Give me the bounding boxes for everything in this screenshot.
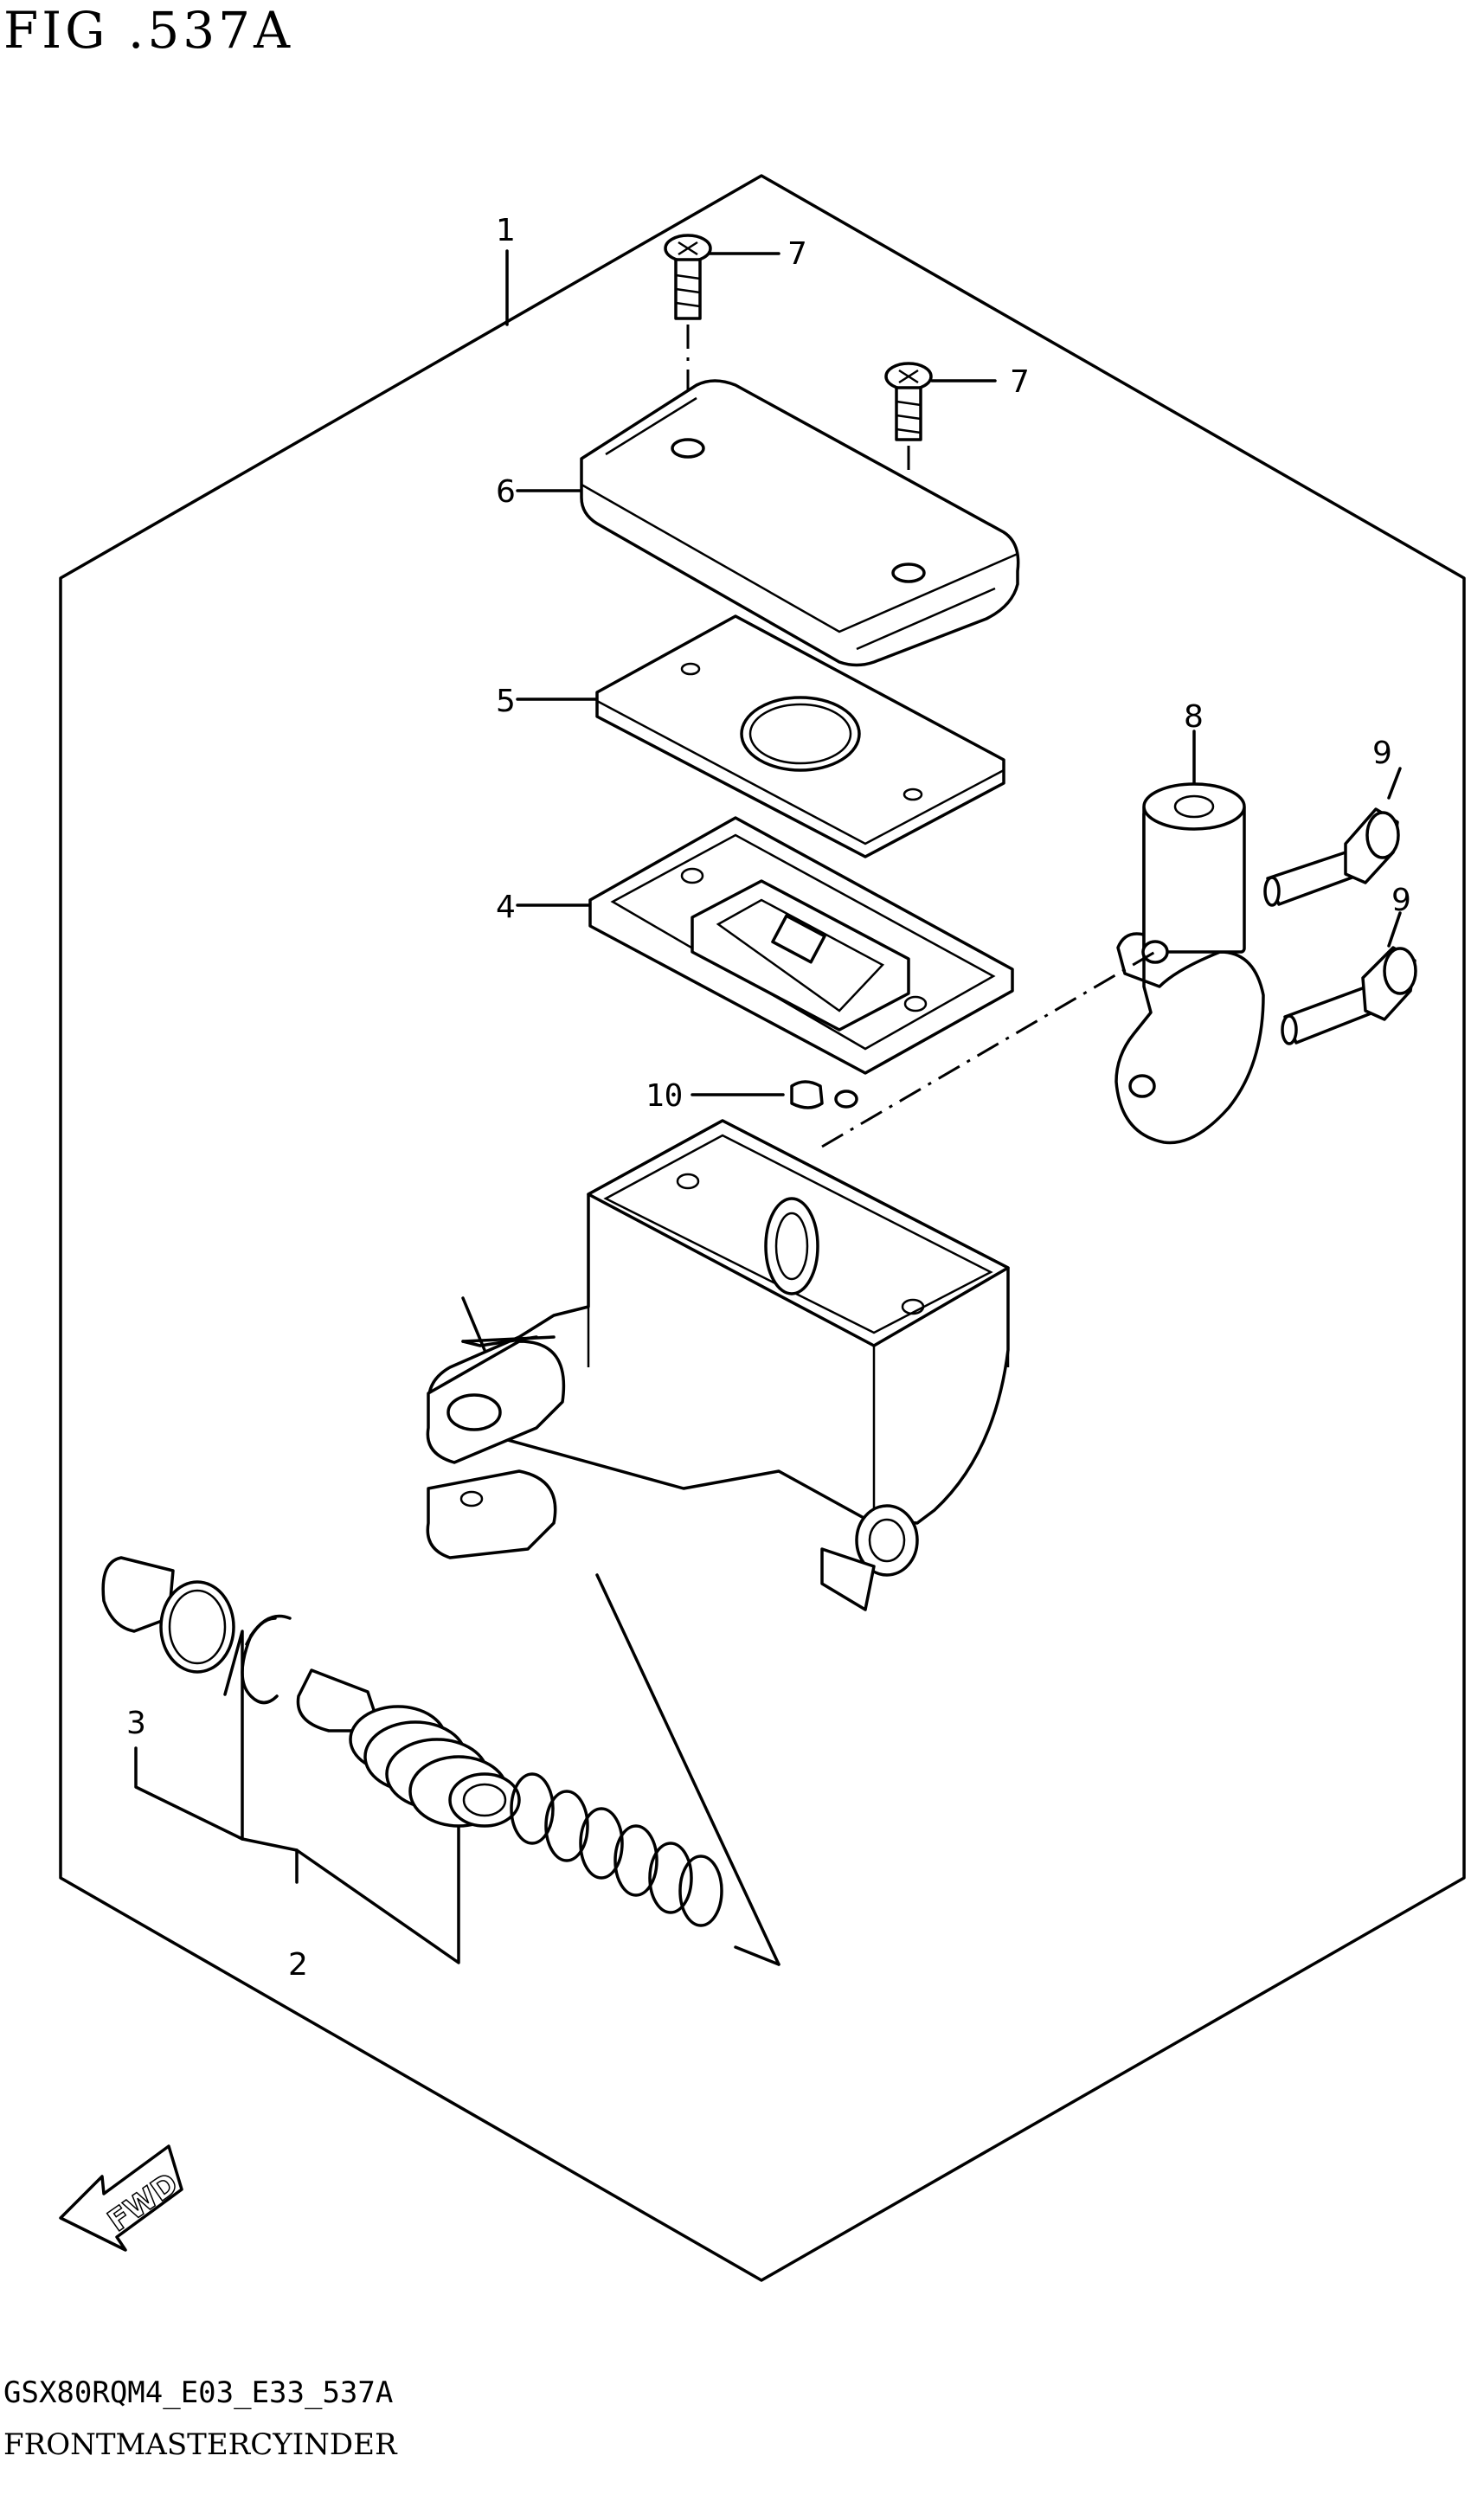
callout-3: 3 <box>126 1706 146 1741</box>
drawing-code: GSX80RQM4_E03_E33_537A <box>3 2375 394 2410</box>
callout-5: 5 <box>496 684 516 719</box>
drawing-title: FRONTMASTERCYINDER <box>3 2427 397 2462</box>
holder-bolt-upper <box>1263 807 1400 907</box>
callout-7-lower: 7 <box>1010 364 1030 400</box>
clip-part-10 <box>790 1080 858 1109</box>
callout-8: 8 <box>1184 699 1204 735</box>
callout-9-upper: 9 <box>1372 736 1392 771</box>
reservoir-cap <box>580 379 1020 667</box>
assembly-boundary-hexagon <box>59 174 1466 2282</box>
reservoir-diaphragm <box>588 816 1014 1075</box>
callout-7-upper: 7 <box>787 236 807 272</box>
reservoir-cap-screw-lower <box>884 362 933 571</box>
piston-assembly <box>296 1668 521 1828</box>
diaphragm-plate <box>595 614 1005 858</box>
holder-bolt-lower <box>1281 946 1417 1045</box>
return-spring <box>510 1772 723 1927</box>
callout-2: 2 <box>288 1947 308 1983</box>
leader-lines <box>134 249 1402 1964</box>
forward-direction-arrow-icon: FWD <box>59 2144 185 2252</box>
piston-boot <box>101 1556 235 1674</box>
master-cylinder-body <box>426 1119 1010 1966</box>
callout-6: 6 <box>496 474 516 510</box>
circlip <box>241 1614 292 1705</box>
callout-9-lower: 9 <box>1391 883 1411 918</box>
holder-bracket <box>821 782 1265 1148</box>
figure-label: FIG .537A <box>3 1 293 60</box>
callout-1: 1 <box>496 213 516 248</box>
callout-10: 10 <box>646 1078 683 1114</box>
callout-4: 4 <box>496 890 516 925</box>
